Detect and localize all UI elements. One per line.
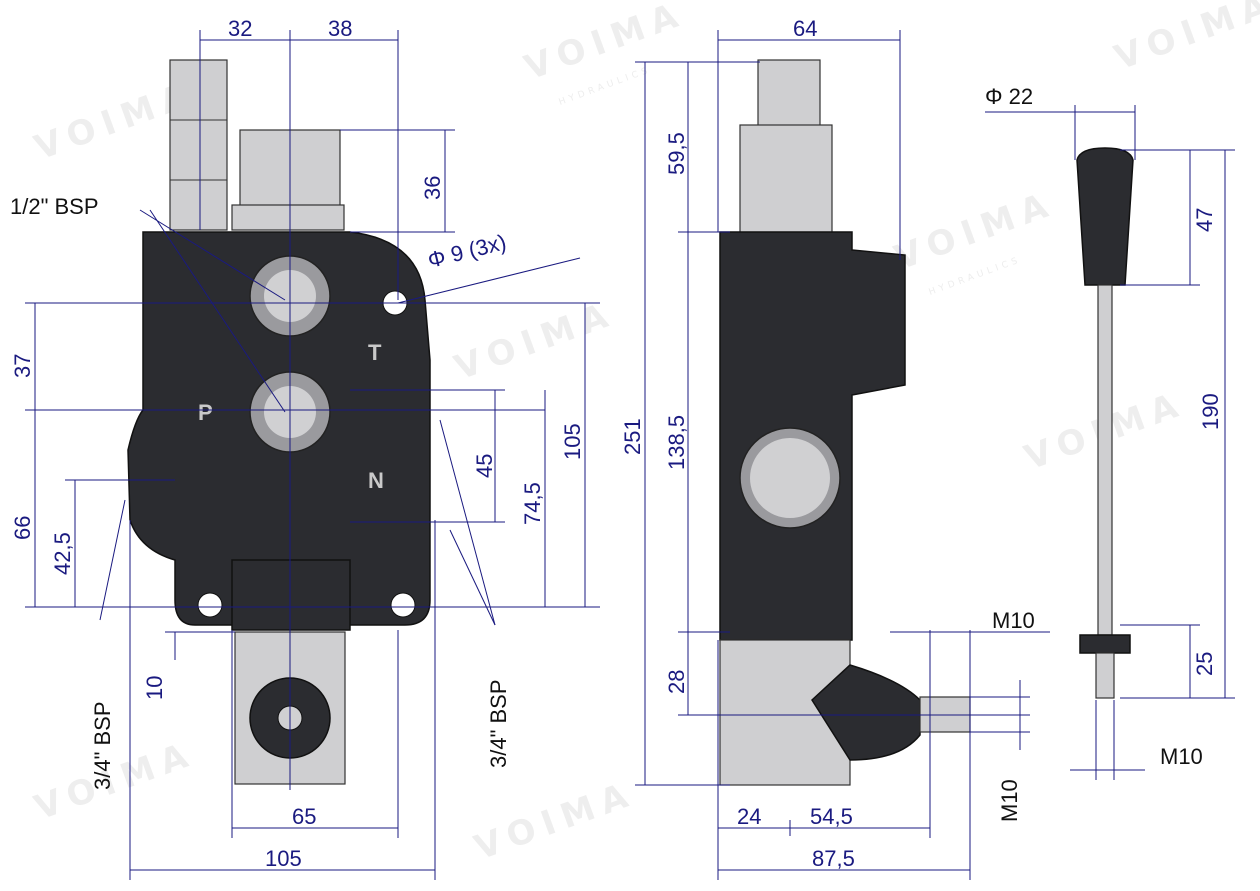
dim-105-vertical: 105 <box>560 423 585 460</box>
dim-25: 25 <box>1192 652 1217 676</box>
relief-valve-cap <box>757 59 821 131</box>
dim-m10-handle: M10 <box>1160 744 1203 769</box>
side-view: 64 59,5 251 138,5 28 24 54,5 87,5 M10 M1… <box>620 16 1050 880</box>
dim-66: 66 <box>10 516 35 540</box>
dim-m10-side: M10 <box>997 779 1022 822</box>
dim-190: 190 <box>1198 393 1223 430</box>
front-dimension-lines <box>25 30 600 880</box>
dim-59-5: 59,5 <box>664 132 689 175</box>
mount-hole <box>197 592 223 618</box>
watermark: VOIMA <box>449 294 620 389</box>
dim-32: 32 <box>228 16 252 41</box>
spool-flange <box>231 204 345 231</box>
dim-87-5: 87,5 <box>812 846 855 871</box>
dim-diameter-22: Φ 22 <box>985 84 1033 109</box>
dim-105-horizontal: 105 <box>265 846 302 871</box>
watermark: VOIMA <box>889 184 1060 279</box>
watermark: VOIMA <box>1109 0 1260 78</box>
handle-view: Φ 22 47 190 25 M10 <box>985 84 1235 780</box>
handle-grip <box>1076 147 1134 286</box>
handle-thread <box>1095 652 1115 699</box>
dim-74-5: 74,5 <box>520 482 545 525</box>
handle-dimension-lines <box>985 105 1235 780</box>
dim-65: 65 <box>292 804 316 829</box>
port-label-t: T <box>368 340 382 365</box>
dim-45: 45 <box>472 454 497 478</box>
mount-hole <box>390 592 416 618</box>
watermark: VOIMA <box>469 774 640 869</box>
name-plate <box>231 559 351 631</box>
callout-left-port: 3/4" BSP <box>90 701 115 790</box>
dim-42-5: 42,5 <box>50 532 75 575</box>
port-label-p: P <box>198 400 213 425</box>
callout-mount-hole: Φ 9 (3x) <box>425 229 509 273</box>
spool-cap <box>739 124 833 236</box>
dim-24: 24 <box>737 804 761 829</box>
dim-64: 64 <box>793 16 817 41</box>
dim-36: 36 <box>420 176 445 200</box>
dim-47: 47 <box>1192 208 1217 232</box>
watermark: VOIMA <box>519 0 690 88</box>
dim-10: 10 <box>142 676 167 700</box>
dim-m10-top: M10 <box>992 608 1035 633</box>
handle-rod <box>1097 284 1113 636</box>
dim-37: 37 <box>10 354 35 378</box>
handle-nut <box>1079 634 1131 654</box>
relief-valve-cap <box>169 59 228 231</box>
callout-inlet-thread: 1/2" BSP <box>10 194 99 219</box>
dim-38: 38 <box>328 16 352 41</box>
side-dimension-lines <box>635 30 1050 880</box>
dim-251: 251 <box>620 418 645 455</box>
dim-28: 28 <box>664 670 689 694</box>
dim-138-5: 138,5 <box>664 415 689 470</box>
dim-54-5: 54,5 <box>810 804 853 829</box>
port-label-n: N <box>368 468 384 493</box>
callout-right-port: 3/4" BSP <box>486 679 511 768</box>
front-view: T P N 32 38 36 1/2" BSP Φ 9 (3x) 37 66 4… <box>10 16 600 880</box>
